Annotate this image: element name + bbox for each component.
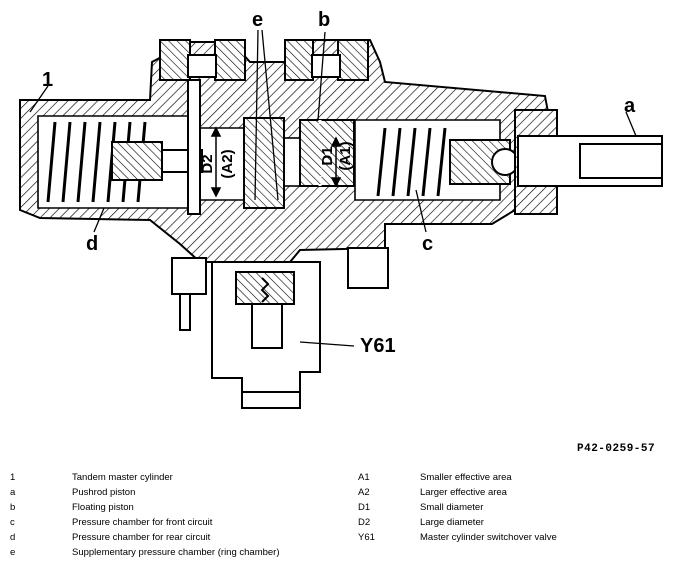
legend-row: A1 Smaller effective area (358, 470, 668, 485)
label-d2: D2 (199, 154, 216, 173)
legend-row: c Pressure chamber for front circuit (10, 515, 340, 530)
callout-c: c (422, 233, 433, 255)
legend-row: D2 Large diameter (358, 515, 668, 530)
legend-row: a Pushrod piston (10, 485, 340, 500)
floating-piston (243, 117, 355, 209)
callout-e: e (252, 9, 263, 31)
callout-1: 1 (42, 69, 53, 91)
switchover-valve (171, 257, 321, 409)
legend-desc: Large diameter (420, 517, 484, 528)
label-a1: (A1) (337, 141, 354, 170)
legend-desc: Master cylinder switchover valve (420, 532, 557, 543)
label-d1: D1 (319, 146, 336, 165)
legend-key: e (10, 547, 16, 558)
rear-piston (111, 79, 203, 215)
legend-row: 1 Tandem master cylinder (10, 470, 340, 485)
legend-row: D1 Small diameter (358, 500, 668, 515)
legend-key: 1 (10, 472, 16, 483)
housing-boss (347, 247, 389, 289)
legend-row: Y61 Master cylinder switchover valve (358, 530, 668, 545)
label-a2: (A2) (219, 149, 236, 178)
legend-row: e Supplementary pressure chamber (ring ch… (10, 545, 340, 560)
legend-key: D1 (358, 502, 371, 513)
legend-desc: Small diameter (420, 502, 484, 513)
master-cylinder-cross-section: 1 a b e d c Y61 D2 (A2) D1 (A1) (19, 9, 663, 409)
legend-key: b (10, 502, 16, 513)
legend-desc: Floating piston (72, 502, 134, 513)
legend-key: d (10, 532, 16, 543)
legend-key: a (10, 487, 16, 498)
legend-desc: Pushrod piston (72, 487, 136, 498)
legend-row: A2 Larger effective area (358, 485, 668, 500)
legend-desc: Larger effective area (420, 487, 507, 498)
legend-desc: Pressure chamber for rear circuit (72, 532, 211, 543)
callout-d: d (86, 233, 98, 255)
legend-desc: Smaller effective area (420, 472, 512, 483)
legend-row: b Floating piston (10, 500, 340, 515)
legend-desc: Tandem master cylinder (72, 472, 173, 483)
reservoir-port-rear (159, 39, 246, 81)
callout-b: b (318, 9, 330, 31)
callout-y61: Y61 (360, 335, 396, 357)
callout-a: a (624, 95, 636, 117)
legend-key: A1 (358, 472, 370, 483)
pushrod-piston (449, 109, 663, 215)
legend-key: D2 (358, 517, 371, 528)
legend-key: Y61 (358, 532, 375, 543)
legend-desc: Supplementary pressure chamber (ring cha… (72, 547, 280, 558)
figure-code: P42-0259-57 (577, 443, 656, 455)
legend-row: d Pressure chamber for rear circuit (10, 530, 340, 545)
legend-right: A1 Smaller effective area A2 Larger effect… (358, 470, 668, 545)
legend-desc: Pressure chamber for front circuit (72, 517, 213, 528)
leader-lines (29, 29, 637, 347)
reservoir-port-front (284, 39, 369, 81)
dimension-arrows (210, 126, 342, 198)
legend-key: c (10, 517, 15, 528)
front-spring (376, 127, 447, 197)
legend-key: A2 (358, 487, 370, 498)
